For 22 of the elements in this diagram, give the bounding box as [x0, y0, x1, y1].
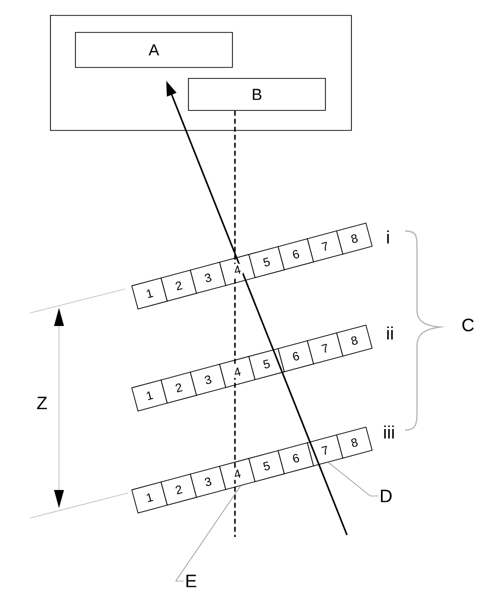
- label-box: B: [188, 78, 326, 111]
- dashed-line: [234, 110, 236, 537]
- callout-letter: D: [380, 490, 392, 502]
- numbered-cell: 5: [248, 246, 285, 278]
- leader-line: [328, 462, 379, 496]
- callout-letter: E: [186, 574, 196, 588]
- numbered-cell: 5: [248, 348, 285, 380]
- outer-box: [50, 15, 352, 131]
- numbered-cell: 8: [336, 324, 373, 357]
- numbered-cell: 5: [248, 450, 285, 482]
- numbered-cell: 3: [190, 262, 226, 294]
- row-label: iii: [384, 425, 394, 439]
- numbered-cell: 8: [336, 222, 373, 255]
- numbered-cell: 3: [190, 364, 226, 396]
- numbered-cell: 8: [336, 426, 373, 459]
- row-label: i: [387, 230, 389, 244]
- callout-letter: C: [462, 318, 474, 332]
- label-box: A: [75, 32, 233, 68]
- leader-line: [175, 486, 241, 582]
- dimension-label: Z: [37, 396, 47, 410]
- numbered-cell: 3: [190, 466, 226, 498]
- row-label: ii: [387, 326, 393, 340]
